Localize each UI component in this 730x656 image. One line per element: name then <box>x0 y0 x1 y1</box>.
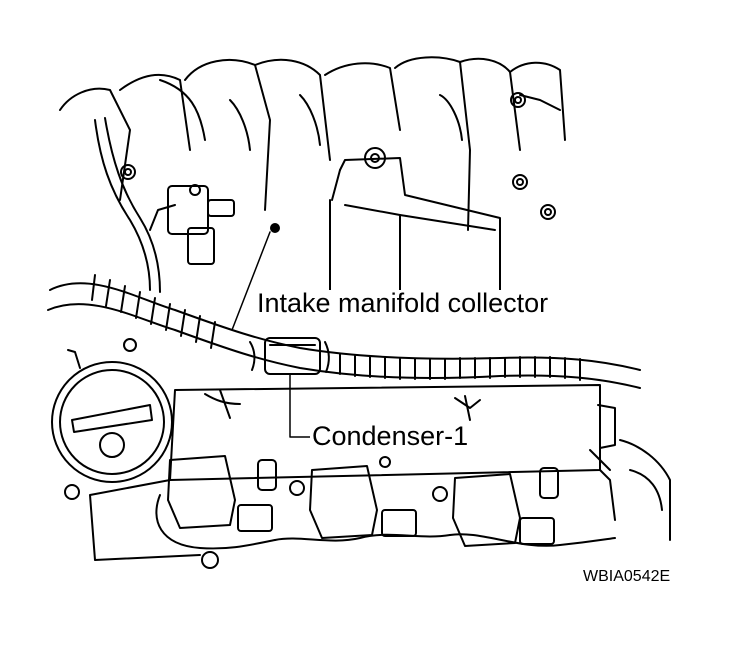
intake-manifold-collector-label: Intake manifold collector <box>255 288 551 318</box>
sensor-connector <box>150 185 279 264</box>
manifold-bolts <box>121 93 555 467</box>
leader-lines <box>232 232 312 437</box>
intake-runners <box>60 57 565 230</box>
throttle-body <box>52 350 172 499</box>
lower-wiring <box>156 495 615 568</box>
wiring-harness <box>48 118 640 388</box>
collector-body <box>330 158 500 300</box>
condenser-label: Condenser-1 <box>310 421 471 451</box>
figure-code: WBIA0542E <box>583 568 671 585</box>
head-cover <box>90 385 615 560</box>
right-pipe <box>590 440 670 540</box>
ignition-coil-1 <box>168 456 276 531</box>
condenser-component <box>250 338 329 374</box>
